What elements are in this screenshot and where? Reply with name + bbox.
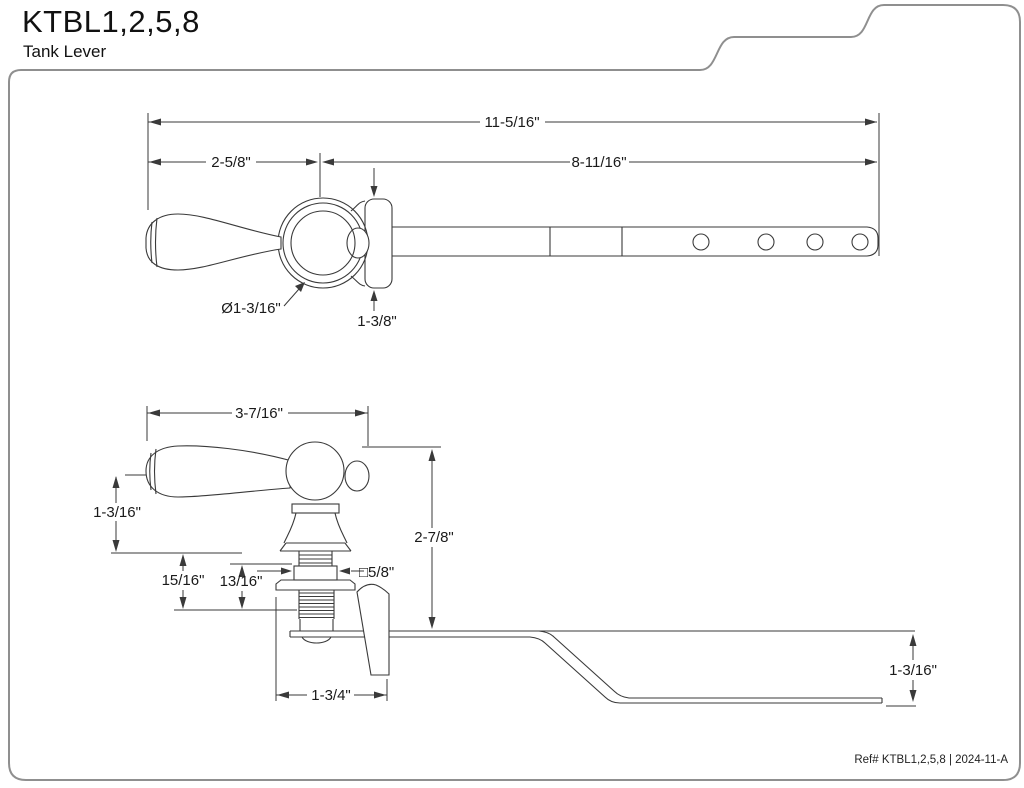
- dim-square-stem: □5/8": [359, 564, 394, 581]
- shaft-nut-dome: [301, 636, 332, 644]
- pivot-knob: [346, 227, 370, 259]
- lever-arm-side: [392, 226, 879, 257]
- arm-hole: [851, 233, 869, 251]
- top-view: 11-5/16" 2-5/8" 8-11/16" 1-3/8": [145, 113, 880, 330]
- dim-flange-diameter: Ø1-3/16": [221, 300, 281, 317]
- lever-arm-front: [289, 630, 915, 704]
- dim-base-width: 1-3/4": [311, 687, 351, 704]
- page-title: KTBL1,2,5,8: [22, 4, 200, 39]
- threads: [299, 592, 334, 619]
- escutcheon-inner: [290, 210, 356, 276]
- dim-overall-length: 11-5/16": [484, 114, 539, 131]
- arm-hole: [757, 233, 775, 251]
- arm-hole: [692, 233, 710, 251]
- dim-mount-block: 1-3/8": [357, 313, 397, 330]
- top-view-dimensions: 11-5/16" 2-5/8" 8-11/16" 1-3/8": [147, 113, 880, 330]
- dim-arm-drop: 1-3/16": [889, 662, 937, 679]
- dim-shank-length: 15/16": [162, 572, 205, 589]
- handle-front: [145, 445, 293, 498]
- reference-note: Ref# KTBL1,2,5,8 | 2024-11-A: [854, 754, 1008, 766]
- trip-lever-hub: [356, 583, 390, 676]
- dim-arm-length: 8-11/16": [571, 154, 626, 171]
- sheet-border: [8, 4, 1021, 781]
- front-view-dimensions: 3-7/16" 1-3/16" 15/16" 13/16": [93, 405, 937, 707]
- ball-hub: [285, 441, 345, 501]
- lock-washer: [275, 579, 356, 591]
- stem-assembly: [275, 551, 356, 631]
- dim-thread-length: 13/16": [220, 573, 263, 590]
- front-view: 3-7/16" 1-3/16" 15/16" 13/16": [93, 405, 937, 707]
- handle-base-stack: [279, 503, 352, 552]
- handle-side: [145, 213, 282, 271]
- dim-overall-height: 2-7/8": [414, 529, 454, 546]
- front-knob: [344, 460, 370, 492]
- dim-handle-height: 1-3/16": [93, 504, 141, 521]
- dim-handle-length: 3-7/16": [235, 405, 283, 422]
- product-name: Tank Lever: [23, 42, 107, 61]
- dim-handle-to-pivot: 2-5/8": [211, 154, 251, 171]
- square-stem-section: [293, 565, 338, 581]
- arm-hole: [806, 233, 824, 251]
